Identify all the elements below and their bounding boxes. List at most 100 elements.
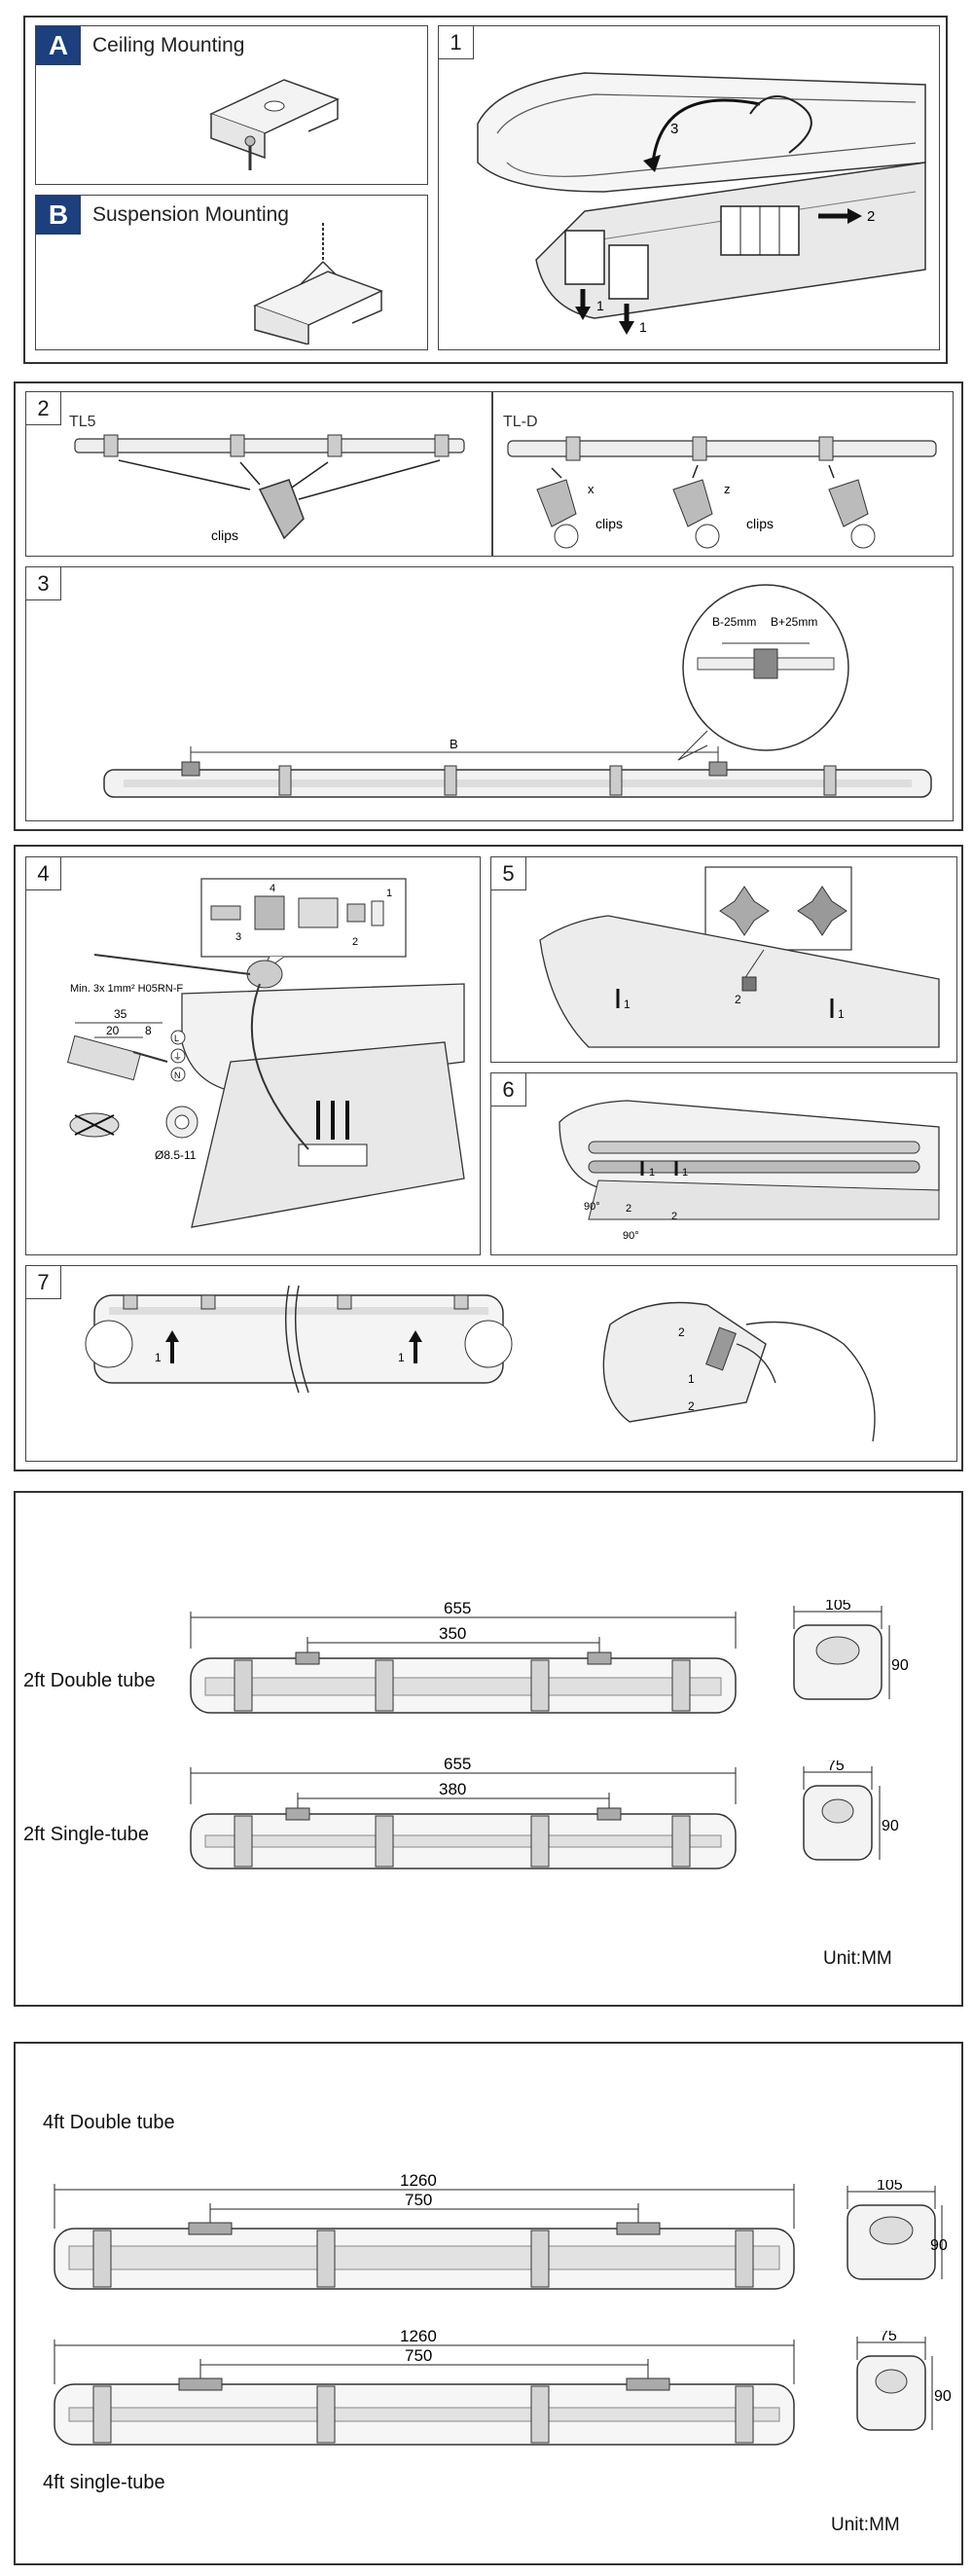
tl5-clips-label: clips — [211, 527, 238, 543]
step4-seq-1: 1 — [386, 888, 392, 899]
step-3-panel: 3 B-25mm B+25mm B — [25, 566, 954, 821]
step3-b-plus: B+25mm — [771, 615, 817, 629]
step-6-panel: 6 1 2 1 2 90° 90° — [490, 1072, 957, 1255]
step-1-wiring-illustration: 3 2 1 1 — [477, 72, 926, 335]
step-5-number: 5 — [491, 857, 526, 890]
step4-cable-spec: Min. 3x 1mm² H05RN-F — [70, 983, 183, 995]
step4-terminal-n: N — [174, 1070, 181, 1080]
dim-4ft-double-length: 1260 — [400, 2171, 437, 2190]
section-3-frame: 4 3 4 2 1 Min. 3x 1mm² H05RN-F 35 — [14, 845, 963, 1471]
dim-4ft-single-length: 1260 — [400, 2327, 437, 2345]
step4-dim-20: 20 — [106, 1024, 120, 1037]
panel-b-badge: B — [36, 196, 81, 235]
dim-4ft-single-width: 75 — [880, 2331, 897, 2344]
top-section-frame: A Ceiling Mounting B Suspension Mounting… — [23, 16, 948, 364]
dim-4ft-single-height: 90 — [934, 2388, 952, 2405]
step4-dim-35: 35 — [114, 1007, 127, 1021]
step4-terminal-ground: ⏚ — [173, 1052, 182, 1062]
unit-2ft: Unit:MM — [823, 1948, 892, 1969]
step-1-number: 1 — [439, 26, 474, 59]
label-2ft-double: 2ft Double tube — [23, 1670, 156, 1691]
step1-arrow-3: 3 — [670, 121, 678, 137]
dimensions-2ft-frame: 2ft Double tube 655 350 105 90 2ft Singl… — [14, 1491, 963, 2007]
step5-arrow-1b: 1 — [838, 1007, 845, 1021]
dim-2ft-double-mount: 350 — [439, 1624, 466, 1643]
step-2-number: 2 — [26, 392, 61, 425]
dim-4ft-double-mount: 750 — [405, 2191, 432, 2209]
panel-ceiling-mounting: A Ceiling Mounting — [35, 25, 428, 185]
step6-angle-2: 90° — [623, 1230, 639, 1242]
step4-diameter: Ø8.5-11 — [155, 1148, 197, 1162]
step4-terminal-l: L — [174, 1034, 179, 1043]
step-7-cover-diagram: 1 1 2 1 2 — [85, 1286, 876, 1442]
suspension-bracket-illustration — [253, 223, 383, 345]
dim-2ft-single-width: 75 — [827, 1760, 845, 1774]
step1-arrow-2: 2 — [867, 208, 875, 225]
step6-step-1a: 1 — [649, 1167, 655, 1179]
step-1-panel: 1 3 2 1 1 — [438, 25, 940, 350]
endview-4ft-single: 75 90 — [856, 2331, 952, 2431]
tld-axis-z: z — [724, 482, 731, 496]
step4-dim-8: 8 — [145, 1024, 152, 1037]
ceiling-bracket-illustration — [209, 79, 340, 170]
dim-2ft-double-height: 90 — [891, 1657, 909, 1674]
step1-arrow-1a: 1 — [596, 298, 604, 313]
step5-arrow-1a: 1 — [624, 998, 631, 1011]
section-2-frame: 2 TL5 clips TL-D x — [14, 381, 963, 831]
drawing-2ft-single: 655 380 — [190, 1755, 737, 1869]
unit-4ft: Unit:MM — [831, 2515, 900, 2535]
label-4ft-single: 4ft single-tube — [43, 2472, 165, 2493]
panel-a-title: Ceiling Mounting — [92, 34, 245, 56]
endview-2ft-double: 105 90 — [793, 1600, 909, 1700]
dim-2ft-double-length: 655 — [444, 1599, 471, 1617]
step-4-cable-diagram: 3 4 2 1 Min. 3x 1mm² H05RN-F 35 20 8 L — [66, 878, 465, 1228]
tl5-clip-diagram: clips — [74, 434, 465, 543]
step5-arrow-2: 2 — [735, 993, 741, 1006]
step4-seq-2: 2 — [352, 936, 358, 948]
panel-b-title: Suspension Mounting — [92, 203, 289, 226]
step7-step-2a: 2 — [678, 1325, 685, 1339]
step-7-number: 7 — [26, 1266, 61, 1299]
step2-divider — [491, 392, 493, 556]
panel-suspension-mounting: B Suspension Mounting — [35, 195, 428, 350]
drawing-4ft-single: 1260 750 — [54, 2327, 795, 2446]
drawing-4ft-double: 1260 750 — [54, 2171, 795, 2290]
step3-dim-b: B — [450, 737, 458, 751]
step3-b-minus: B-25mm — [712, 615, 756, 629]
step6-step-1b: 1 — [682, 1167, 688, 1179]
step6-step-2b: 2 — [671, 1211, 677, 1222]
dim-4ft-double-height: 90 — [930, 2237, 948, 2254]
step1-arrow-1b: 1 — [639, 319, 647, 335]
tld-clips-left: clips — [595, 516, 623, 531]
tld-label: TL-D — [503, 414, 538, 430]
endview-4ft-double: 105 90 — [847, 2180, 948, 2280]
drawing-2ft-double: 655 350 — [190, 1599, 737, 1714]
dim-4ft-single-mount: 750 — [405, 2346, 432, 2365]
step-4-number: 4 — [26, 857, 61, 890]
step-6-number: 6 — [491, 1073, 526, 1107]
step7-step-1a: 1 — [155, 1351, 162, 1364]
tl5-label: TL5 — [69, 414, 96, 430]
step-3-number: 3 — [26, 567, 61, 600]
step7-step-2b: 2 — [688, 1399, 695, 1413]
step4-seq-3: 3 — [235, 931, 241, 943]
step6-angle-1: 90° — [584, 1201, 600, 1213]
panel-a-badge: A — [36, 26, 81, 65]
step-4-panel: 4 3 4 2 1 Min. 3x 1mm² H05RN-F 35 — [25, 856, 481, 1255]
step-5-panel: 5 1 2 1 — [490, 856, 957, 1063]
dim-2ft-double-width: 105 — [825, 1600, 851, 1614]
step6-step-2a: 2 — [626, 1203, 631, 1215]
dimensions-4ft-frame: 4ft Double tube 1260 750 105 90 1260 — [14, 2042, 963, 2565]
tld-clips-right: clips — [746, 516, 774, 531]
endview-2ft-single: 75 90 — [803, 1760, 899, 1861]
step4-seq-4: 4 — [270, 883, 275, 894]
dim-2ft-single-mount: 380 — [439, 1780, 466, 1798]
step7-step-1b: 1 — [398, 1351, 405, 1364]
dim-2ft-single-length: 655 — [444, 1755, 471, 1773]
step-5-endcap-diagram: 1 2 1 — [539, 866, 940, 1048]
tld-axis-x: x — [588, 482, 595, 496]
step-6-tube-diagram: 1 2 1 2 90° 90° — [559, 1100, 940, 1242]
label-4ft-double: 4ft Double tube — [43, 2112, 175, 2133]
dim-2ft-single-height: 90 — [882, 1818, 899, 1834]
tld-clip-diagram: x z clips clips — [507, 436, 937, 549]
